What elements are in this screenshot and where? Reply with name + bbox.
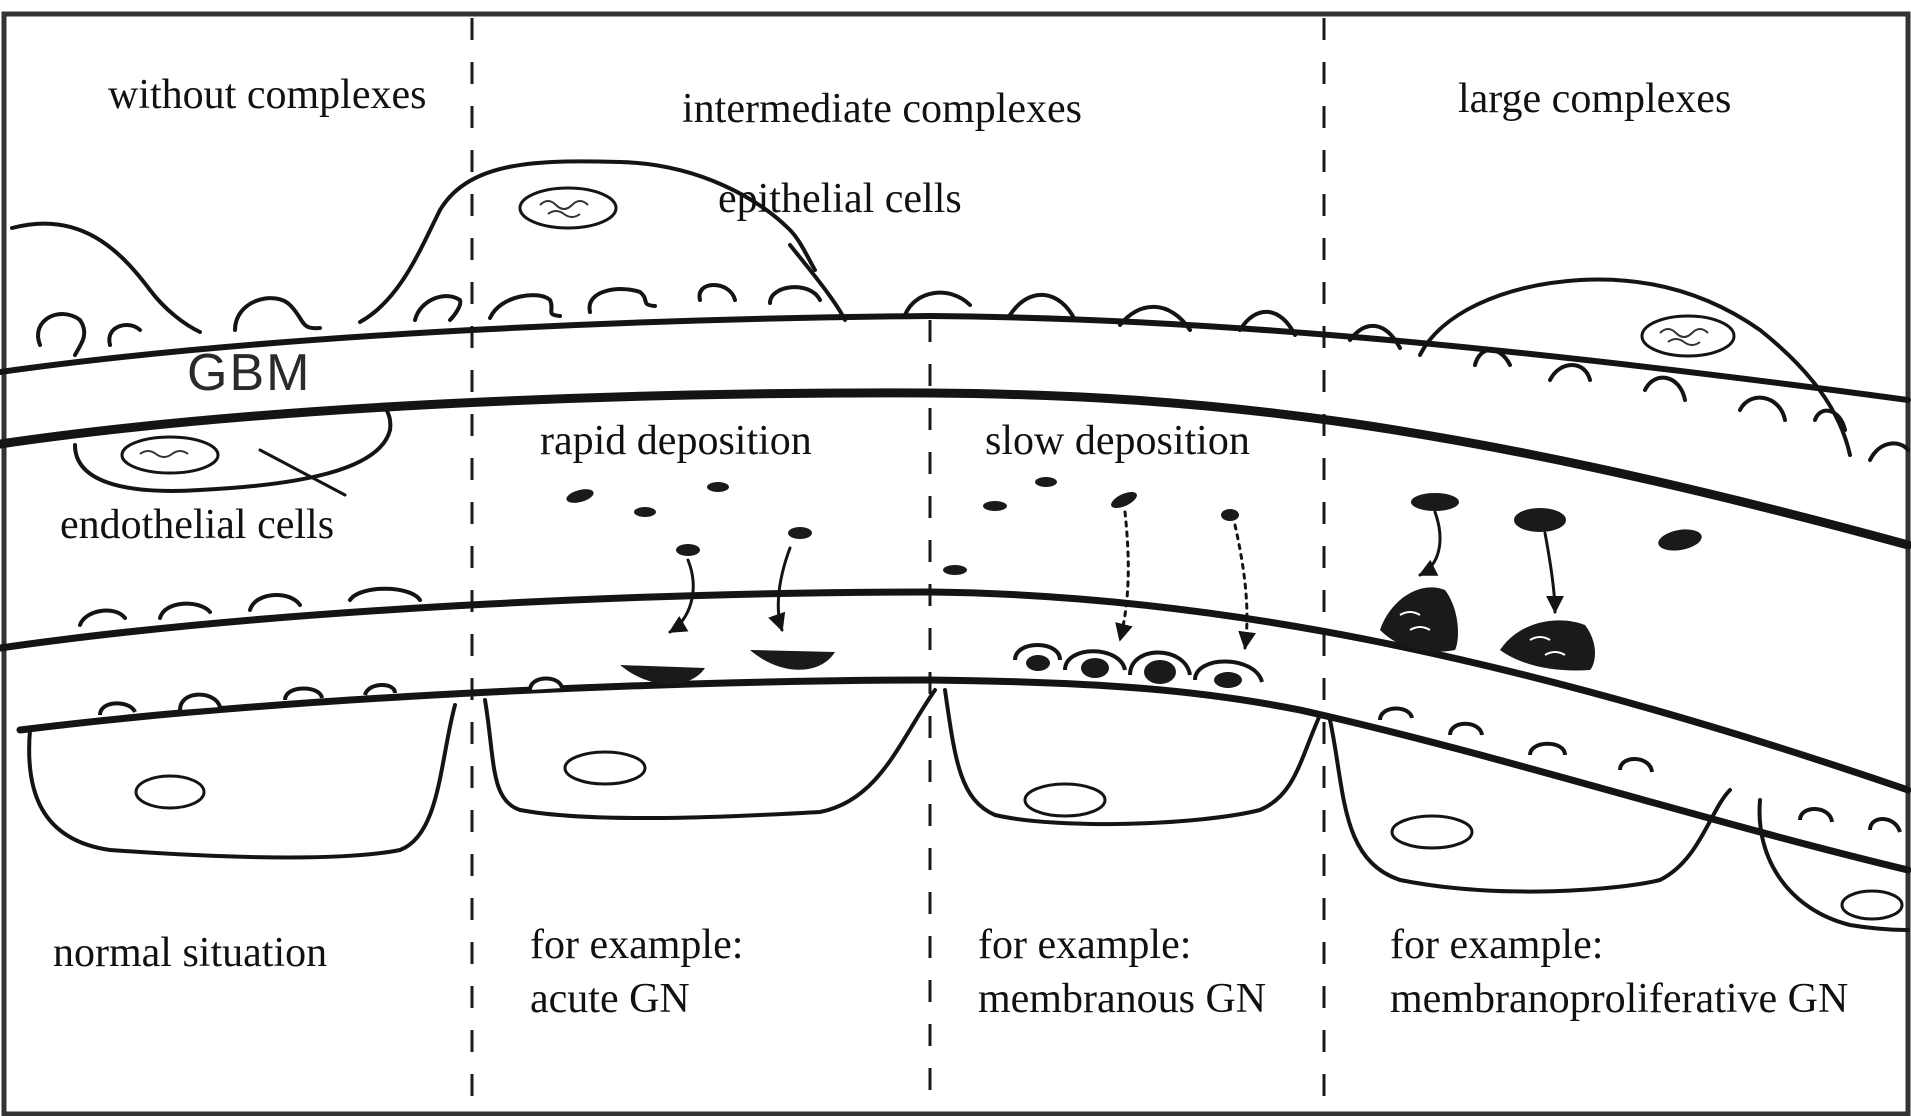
label-normal-situation: normal situation — [53, 930, 327, 976]
capillary-nucleus-4 — [1392, 816, 1472, 848]
label-epithelial-cells: epithelial cells — [718, 176, 962, 222]
label-intermediate-complexes: intermediate complexes — [682, 86, 1082, 132]
label-membranous-gn: membranous GN — [978, 976, 1266, 1022]
label-example-membranous: for example: — [978, 922, 1191, 968]
label-membranoproliferative-gn: membranoproliferative GN — [1390, 976, 1848, 1022]
label-example-acute: for example: — [530, 922, 743, 968]
label-endothelial-cells: endothelial cells — [60, 502, 334, 548]
label-without-complexes: without complexes — [108, 72, 426, 118]
capillary-nucleus-3 — [1025, 784, 1105, 816]
capillary-nucleus-1 — [136, 776, 204, 808]
label-acute-gn: acute GN — [530, 976, 690, 1022]
label-rapid-deposition: rapid deposition — [540, 418, 812, 464]
label-example-membranoproliferative: for example: — [1390, 922, 1603, 968]
label-gbm: GBM — [187, 344, 311, 402]
label-slow-deposition: slow deposition — [985, 418, 1250, 464]
label-large-complexes: large complexes — [1458, 76, 1731, 122]
capillary-nucleus-2 — [565, 752, 645, 784]
capillary-nucleus-5 — [1842, 891, 1902, 919]
